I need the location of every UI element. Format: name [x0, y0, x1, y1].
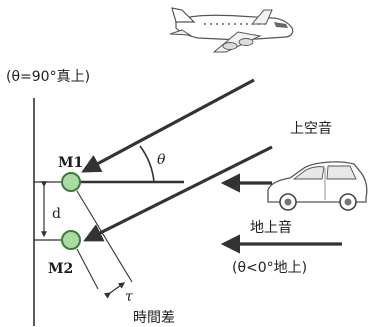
delay-symbol: τ [125, 289, 133, 305]
airplane-icon [169, 7, 294, 53]
time-difference-label: 時間差 [133, 310, 175, 326]
microphone-icon [61, 230, 81, 250]
sky-sound-ray-lower [83, 145, 273, 242]
microphone-icon [61, 172, 81, 192]
spacing-label: d [52, 206, 61, 222]
car-icon [267, 161, 368, 211]
delay-arrow [103, 282, 126, 299]
mic1-label: M1 [58, 155, 83, 171]
wavefront-line-m2 [76, 248, 99, 290]
ground-sound-label: 地上音 [250, 219, 292, 236]
vertical-direction-label: (θ=90°真上) [6, 69, 90, 85]
mic2-label: M2 [48, 261, 73, 277]
ground-direction-label: (θ<0°地上) [232, 260, 307, 276]
sky-sound-ray-upper [81, 78, 255, 173]
angle-symbol: θ [157, 152, 166, 168]
sky-sound-label: 上空音 [290, 120, 332, 137]
angle-arc [139, 145, 155, 183]
wavefront-line-m1 [76, 190, 133, 283]
